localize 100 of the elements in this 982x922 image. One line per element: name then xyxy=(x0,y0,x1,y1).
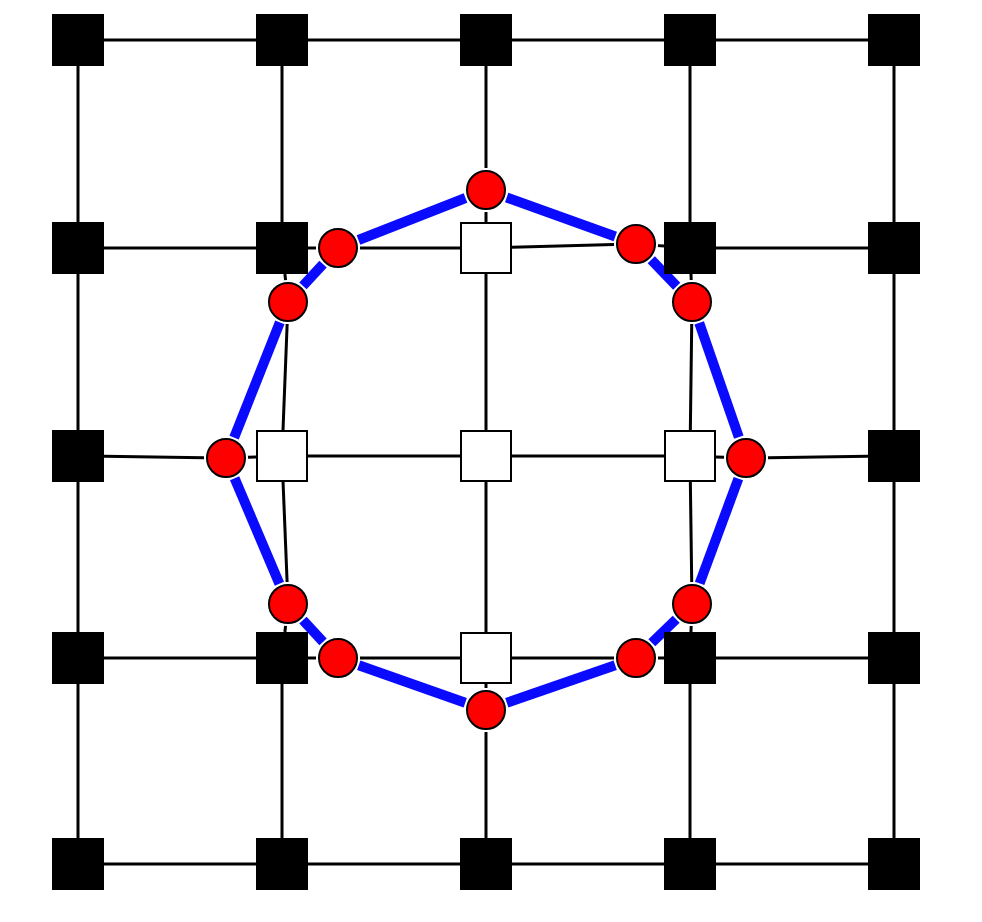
grid-line xyxy=(512,862,664,866)
grid-line xyxy=(104,38,256,42)
square-node xyxy=(256,430,308,482)
grid-line xyxy=(104,246,256,250)
square-node xyxy=(52,222,104,274)
grid-line xyxy=(360,656,460,660)
grid-line xyxy=(484,212,488,222)
grid-line xyxy=(688,481,694,583)
grid-line xyxy=(76,482,80,632)
grid-line xyxy=(280,684,284,838)
grid-line xyxy=(280,66,284,222)
grid-line xyxy=(308,246,316,250)
polygon-edge xyxy=(230,476,284,586)
grid-line xyxy=(484,274,488,430)
square-node xyxy=(460,430,512,482)
grid-line xyxy=(689,625,693,633)
grid-line xyxy=(484,732,488,838)
square-node xyxy=(52,430,104,482)
grid-line xyxy=(512,656,614,660)
polygon-edge xyxy=(694,476,744,586)
grid-line xyxy=(716,246,868,250)
grid-line xyxy=(281,481,289,583)
square-node xyxy=(460,632,512,684)
polygon-edge xyxy=(648,615,680,647)
circle-node xyxy=(466,170,506,210)
circle-node xyxy=(616,638,656,678)
square-node xyxy=(256,838,308,890)
polygon-edge xyxy=(357,660,467,708)
grid-line xyxy=(484,482,488,632)
grid-line xyxy=(767,454,869,460)
grid-line xyxy=(76,684,80,838)
circle-node xyxy=(672,282,712,322)
grid-line xyxy=(716,862,868,866)
grid-line xyxy=(892,274,896,430)
square-node xyxy=(664,14,716,66)
grid-line xyxy=(512,454,664,458)
circle-node xyxy=(726,438,766,478)
polygon-edge xyxy=(229,320,285,440)
grid-line xyxy=(104,862,256,866)
square-node xyxy=(664,838,716,890)
square-node xyxy=(664,430,716,482)
grid-line xyxy=(657,244,665,248)
square-node xyxy=(868,632,920,684)
square-node xyxy=(460,14,512,66)
square-node xyxy=(460,222,512,274)
square-node xyxy=(256,222,308,274)
square-node xyxy=(664,222,716,274)
circle-node xyxy=(318,638,358,678)
grid-line xyxy=(76,66,80,222)
grid-line xyxy=(76,274,80,430)
grid-line xyxy=(688,324,694,431)
grid-line xyxy=(308,38,460,42)
grid-line xyxy=(308,656,316,660)
square-node xyxy=(52,838,104,890)
grid-line xyxy=(281,323,289,431)
square-node xyxy=(868,222,920,274)
grid-line xyxy=(104,656,256,660)
square-node xyxy=(868,430,920,482)
circle-node xyxy=(268,584,308,624)
square-node xyxy=(256,632,308,684)
square-node xyxy=(868,14,920,66)
circle-node xyxy=(318,228,358,268)
circle-node xyxy=(672,584,712,624)
grid-line xyxy=(247,455,257,459)
grid-line xyxy=(103,454,205,460)
square-node xyxy=(52,14,104,66)
square-node xyxy=(664,632,716,684)
grid-line xyxy=(716,656,868,660)
polygon-edge xyxy=(299,616,327,646)
circle-node xyxy=(206,438,246,478)
grid-line xyxy=(658,656,664,660)
square-node xyxy=(460,838,512,890)
circle-node xyxy=(616,224,656,264)
grid-line xyxy=(283,273,288,281)
grid-line xyxy=(892,66,896,222)
square-node xyxy=(256,14,308,66)
grid-line xyxy=(689,273,693,281)
polygon-edge xyxy=(694,321,744,439)
grid-line xyxy=(308,454,460,458)
polygon-edge xyxy=(505,192,617,242)
grid-line xyxy=(892,482,896,632)
grid-line xyxy=(512,38,664,42)
polygon-edge xyxy=(299,260,327,290)
grid-line xyxy=(484,684,488,688)
grid-line xyxy=(688,684,692,838)
grid-line xyxy=(360,246,460,250)
grid-line xyxy=(892,684,896,838)
grid-line xyxy=(715,455,725,459)
polygon-edge xyxy=(505,660,617,708)
grid-line xyxy=(511,243,615,249)
grid-line xyxy=(308,862,460,866)
grid-line xyxy=(484,66,488,168)
square-node xyxy=(52,632,104,684)
grid-line xyxy=(716,38,868,42)
polygon-edge xyxy=(647,256,681,290)
square-node xyxy=(868,838,920,890)
circle-node xyxy=(268,282,308,322)
circle-node xyxy=(466,690,506,730)
grid-line xyxy=(688,66,692,222)
polygon-edge xyxy=(356,193,468,245)
